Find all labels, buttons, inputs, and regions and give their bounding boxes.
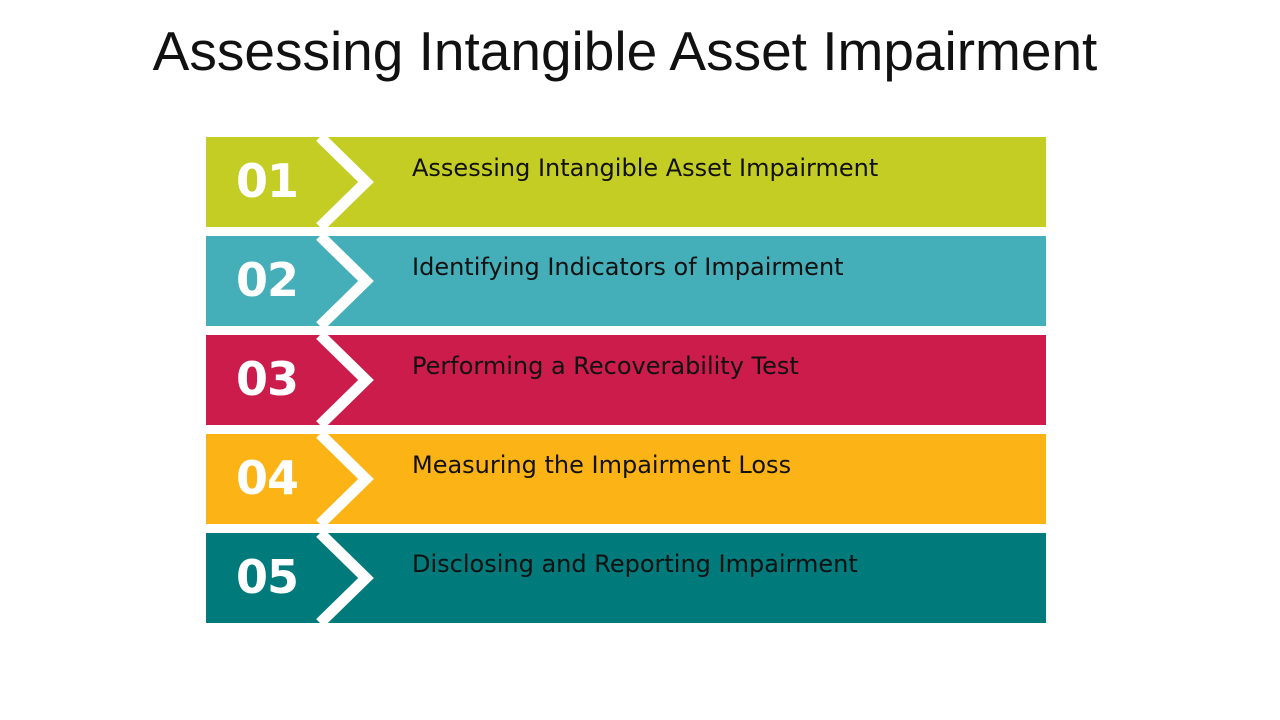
step-label: Assessing Intangible Asset Impairment	[412, 154, 879, 182]
step-number: 05	[236, 550, 299, 604]
step-banner	[206, 335, 1046, 425]
step-label: Identifying Indicators of Impairment	[412, 253, 844, 281]
step-item: 05 Disclosing and Reporting Impairment	[206, 533, 1046, 623]
slide-title: Assessing Intangible Asset Impairment	[152, 20, 1098, 82]
step-label: Disclosing and Reporting Impairment	[412, 550, 858, 578]
step-number: 02	[236, 253, 299, 307]
step-banner	[206, 533, 1046, 623]
step-item: 02 Identifying Indicators of Impairment	[206, 236, 1046, 326]
step-item: 04 Measuring the Impairment Loss	[206, 434, 1046, 524]
step-label: Measuring the Impairment Loss	[412, 451, 792, 479]
step-banner	[206, 236, 1046, 326]
step-item: 01 Assessing Intangible Asset Impairment	[206, 137, 1046, 227]
step-label: Performing a Recoverability Test	[412, 352, 799, 380]
step-banner	[206, 434, 1046, 524]
step-banner	[206, 137, 1046, 227]
step-list: 01 Assessing Intangible Asset Impairment…	[206, 137, 1046, 623]
step-number: 03	[236, 352, 299, 406]
step-item: 03 Performing a Recoverability Test	[206, 335, 1046, 425]
step-number: 01	[236, 154, 299, 208]
step-number: 04	[236, 451, 299, 505]
